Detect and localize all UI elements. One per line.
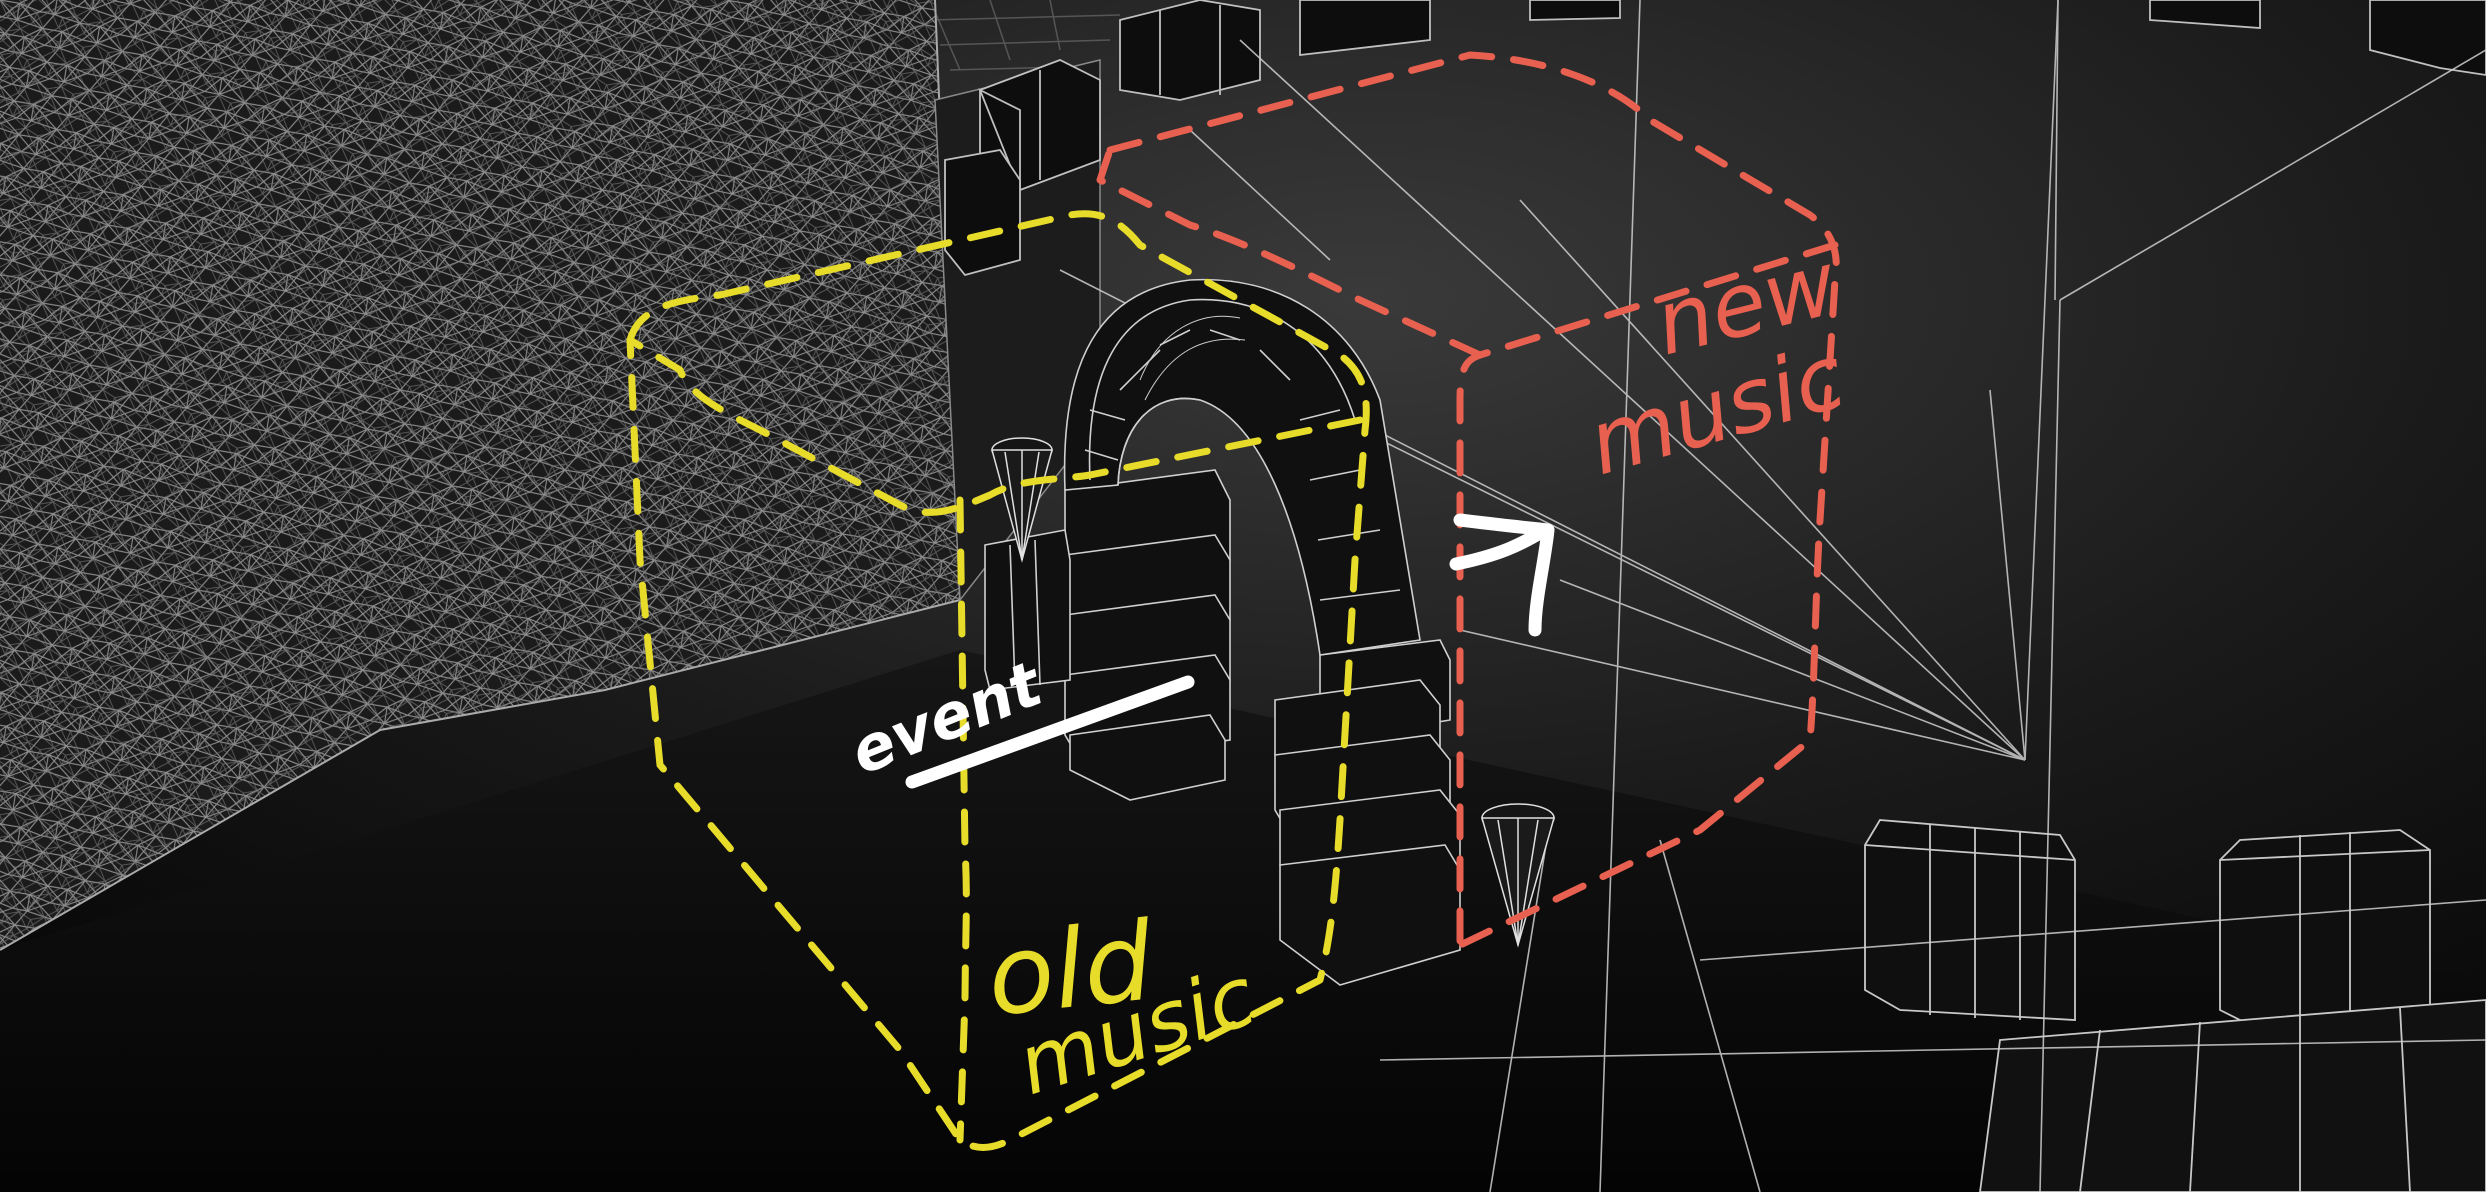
floor-crates xyxy=(1864,819,2486,1192)
frustum-lines xyxy=(1059,0,2486,1192)
mesh-wall xyxy=(0,0,961,951)
new-music-zone xyxy=(1096,51,1840,954)
event-trigger-line xyxy=(905,675,1195,789)
floor-plane xyxy=(0,650,2486,1192)
old-music-label-line1: old xyxy=(982,899,1160,1041)
audio-emitter-cone-icon xyxy=(1481,803,1555,948)
stone-arch xyxy=(984,278,1461,986)
old-music-zone xyxy=(626,210,1370,1151)
direction-arrow-icon xyxy=(1449,513,1555,637)
crenellation-blocks xyxy=(944,0,2486,277)
